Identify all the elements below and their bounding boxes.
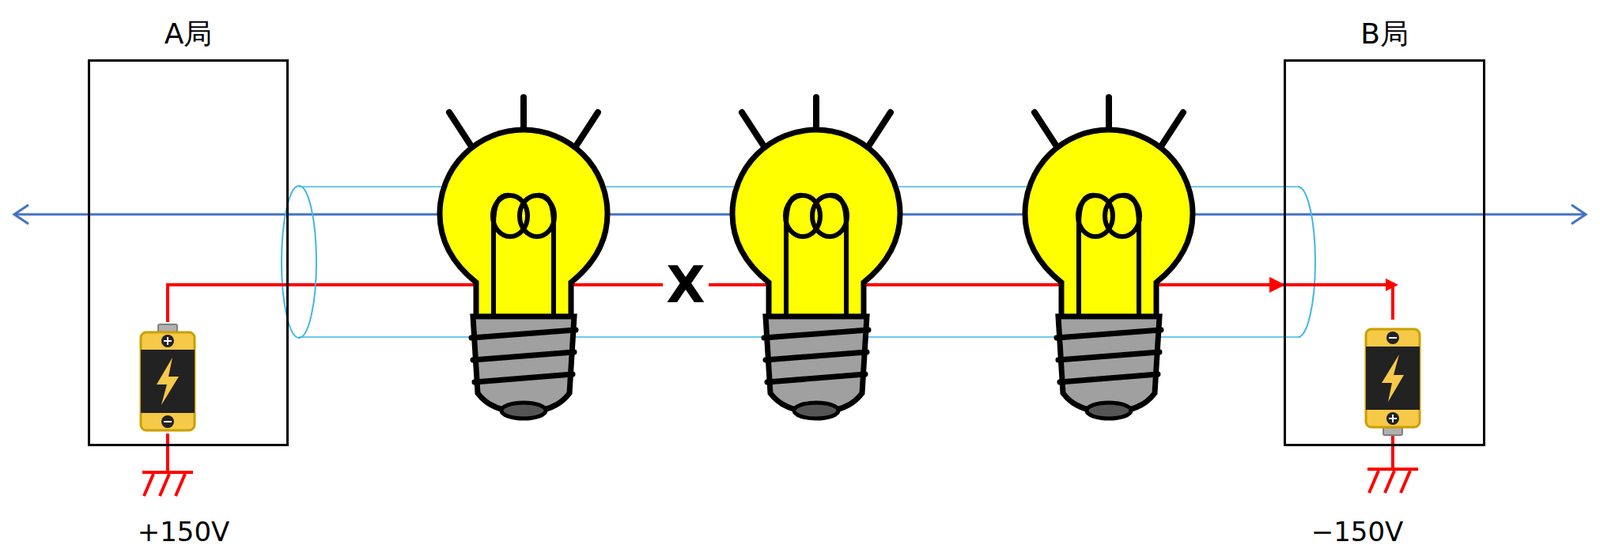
station-name: B局 [1360, 15, 1409, 54]
voltage-label: +150V [137, 515, 231, 548]
break-mark: X [662, 259, 708, 311]
station-name: A局 [164, 15, 213, 54]
station-box: B局 [1283, 59, 1486, 447]
voltage-label: −150V [1311, 515, 1404, 548]
station-box: A局 [87, 59, 289, 447]
